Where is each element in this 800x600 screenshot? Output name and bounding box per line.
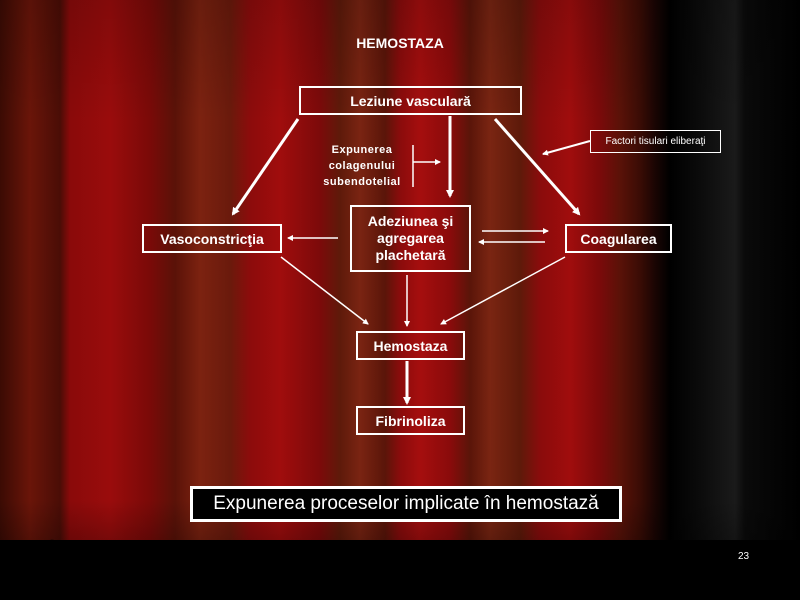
annotation-collagen-line: colagenului <box>328 160 396 172</box>
node-lesion-label: Leziune vasculară <box>350 92 471 109</box>
node-coagulation: Coagularea <box>565 224 672 253</box>
node-vasoconstriction-label: Vasoconstricţia <box>160 230 264 247</box>
node-hemostasis-label: Hemostaza <box>373 337 448 354</box>
annotation-collagen-line: subendotelial <box>323 176 401 188</box>
arrow-lesion-to-vasoconstriction <box>231 118 300 216</box>
node-adhesion-line: agregarea <box>377 230 444 246</box>
annotation-tissue-factors: Factori tisulari eliberaţi <box>590 130 721 153</box>
node-coagulation-label: Coagularea <box>580 230 657 247</box>
slide-title: HEMOSTAZA <box>356 35 444 51</box>
page-number: 23 <box>738 551 750 562</box>
arrow-vasoconstriction-to-hemostasis <box>280 256 369 325</box>
node-fibrinolysis-label: Fibrinoliza <box>375 412 446 429</box>
slide-caption-text: Expunerea proceselor implicate în hemost… <box>213 493 599 514</box>
annotation-tissue-factors-label: Factori tisulari eliberaţi <box>605 136 706 147</box>
arrow-coagulation-to-hemostasis <box>440 256 566 325</box>
annotation-collagen-line: Expunerea <box>331 144 393 156</box>
node-adhesion-line: plachetară <box>375 247 446 263</box>
node-fibrinolysis: Fibrinoliza <box>356 406 465 435</box>
node-hemostasis: Hemostaza <box>356 331 465 360</box>
slide-caption: Expunerea proceselor implicate în hemost… <box>190 486 622 522</box>
annotation-collagen: Expunerea colagenului subendotelial <box>312 142 412 190</box>
stage-floor <box>0 540 800 600</box>
node-vasoconstriction: Vasoconstricţia <box>142 224 282 253</box>
arrow-lesion-to-coagulation <box>493 118 581 216</box>
node-adhesion-line: Adeziunea şi <box>367 213 454 229</box>
arrow-tissue-factors <box>542 140 591 156</box>
node-adhesion: Adeziunea şi agregarea plachetară <box>350 205 471 272</box>
node-lesion: Leziune vasculară <box>299 86 522 115</box>
